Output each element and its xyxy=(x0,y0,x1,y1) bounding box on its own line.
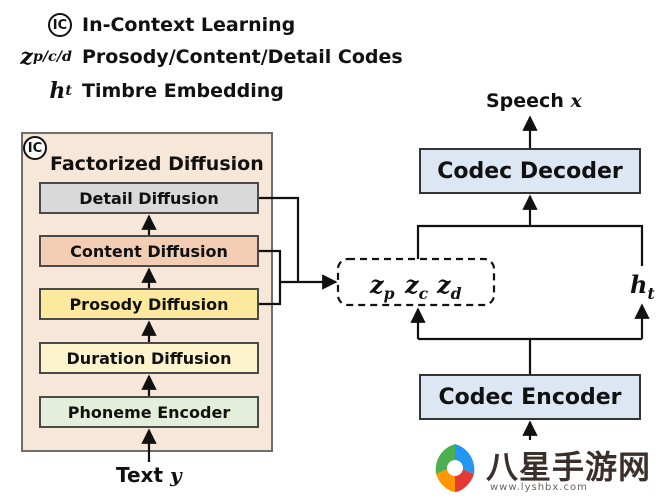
text-input-label: Text y xyxy=(116,463,182,487)
wire-codes-to-decoder xyxy=(416,224,530,259)
speech-output-label: Speech x xyxy=(486,90,582,112)
legend-z-text: Prosody/Content/Detail Codes xyxy=(82,46,403,68)
wire-encoder-out xyxy=(418,337,532,374)
watermark-url: www.lyshbx.com xyxy=(490,482,588,493)
code-ht-sub: t xyxy=(647,283,655,303)
panel-title: Factorized Diffusion xyxy=(50,153,264,175)
wire-ht-to-decoder xyxy=(530,224,644,266)
watermark-logo-icon xyxy=(431,444,479,492)
legend-z-sub: p/c/d xyxy=(32,49,72,65)
code-zp-sub: p xyxy=(383,283,395,303)
codec-decoder-block: Codec Decoder xyxy=(419,148,641,194)
speech-output-var: x xyxy=(570,90,582,112)
legend-h-sub: t xyxy=(65,83,72,99)
code-zc-base: z xyxy=(405,270,419,299)
code-ht-base: h xyxy=(630,270,648,299)
code-zd-base: z xyxy=(437,270,451,299)
codec-encoder-block: Codec Encoder xyxy=(419,374,641,420)
codes-dashed-box xyxy=(336,257,496,307)
prosody-diffusion-block: Prosody Diffusion xyxy=(39,288,259,320)
wire-detail-out xyxy=(259,196,300,282)
legend-h-base: h xyxy=(49,78,66,104)
wire-prosody-out xyxy=(259,282,282,306)
text-input-var: y xyxy=(169,463,182,487)
watermark: 八星手游网 www.lyshbx.com xyxy=(420,434,672,500)
legend-z-base: z xyxy=(20,44,33,70)
wire-content-out xyxy=(259,249,282,282)
text-input-prefix: Text xyxy=(116,463,164,487)
phoneme-encoder-block: Phoneme Encoder xyxy=(39,396,259,428)
code-zc: zc xyxy=(405,270,428,303)
legend-ic-symbol: IC xyxy=(0,13,82,37)
code-zd: zd xyxy=(437,270,462,303)
legend-h-text: Timbre Embedding xyxy=(82,80,284,102)
legend-ic-text: In-Context Learning xyxy=(82,14,296,36)
duration-diffusion-block: Duration Diffusion xyxy=(39,342,259,374)
legend-row-ic: IC In-Context Learning xyxy=(0,10,295,40)
code-ht: ht xyxy=(630,270,655,303)
ic-icon: IC xyxy=(48,13,72,37)
content-diffusion-block: Content Diffusion xyxy=(39,235,259,267)
code-zp: zp xyxy=(370,270,395,303)
code-zp-base: z xyxy=(370,270,384,299)
speech-output-prefix: Speech xyxy=(486,90,564,112)
detail-diffusion-block: Detail Diffusion xyxy=(39,182,259,214)
panel-ic-icon: IC xyxy=(23,136,47,160)
code-zd-sub: d xyxy=(450,283,462,303)
watermark-text: 八星手游网 xyxy=(486,448,652,486)
code-zc-sub: c xyxy=(418,283,429,303)
